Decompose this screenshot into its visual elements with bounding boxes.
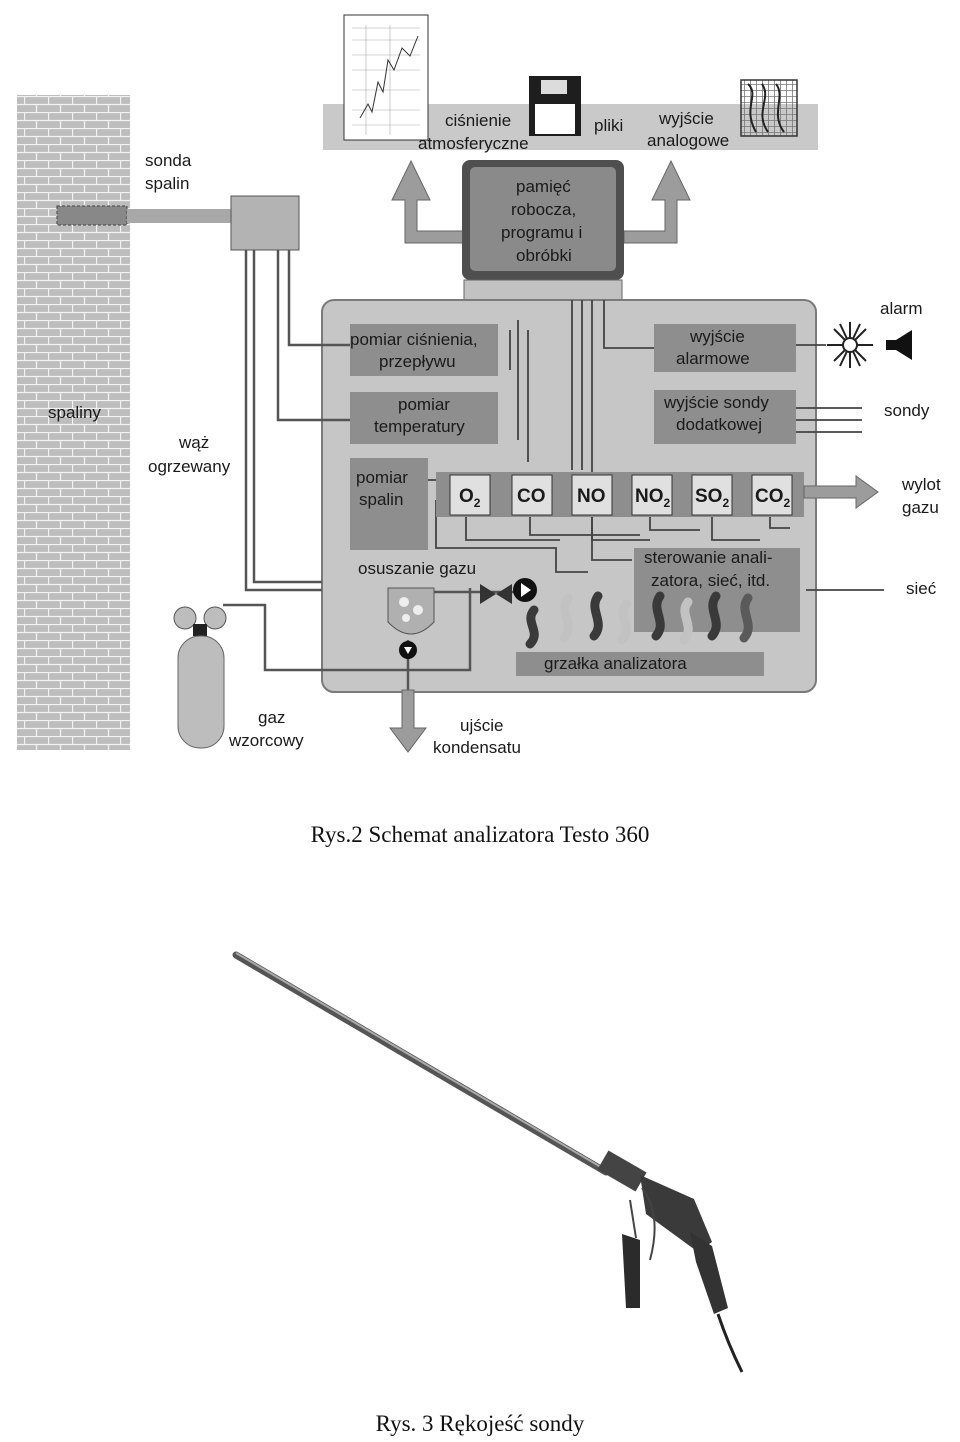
heater-label: grzałka analizatora	[544, 654, 687, 673]
valve-icon	[480, 584, 512, 604]
analog-chart-icon	[740, 79, 798, 137]
figure-2-caption: Rys.2 Schemat analizatora Testo 360	[310, 822, 650, 847]
condensate-trap	[387, 587, 435, 635]
flue-measurement-block: pomiar spalin	[350, 458, 428, 550]
gas-outlet-label-2: gazu	[902, 498, 939, 517]
svg-text:alarmowe: alarmowe	[676, 349, 750, 368]
sensor-co: CO	[511, 474, 553, 516]
probe-tip	[56, 205, 128, 226]
sensor-no2: NO2	[631, 474, 673, 516]
alarm-light-icon	[827, 322, 873, 368]
svg-text:przepływu: przepływu	[379, 352, 456, 371]
svg-text:pamięć: pamięć	[516, 177, 571, 196]
probe-head	[230, 195, 300, 251]
svg-text:wyjście: wyjście	[689, 327, 745, 346]
probe-tube	[127, 209, 231, 223]
arrow-to-analog	[623, 159, 691, 244]
condensate-outlet-arrow	[389, 689, 427, 753]
floppy-disk-icon	[529, 76, 581, 136]
heated-hose-label-2: ogrzewany	[148, 457, 231, 476]
reference-gas-label-1: gaz	[258, 708, 285, 727]
svg-text:pomiar: pomiar	[356, 468, 408, 487]
reference-gas-label-2: wzorcowy	[228, 731, 304, 750]
probe-flue-label-1: sonda	[145, 151, 192, 170]
figure-3-caption: Rys. 3 Rękojeść sondy	[375, 1411, 585, 1436]
svg-text:temperatury: temperatury	[374, 417, 465, 436]
network-label: sieć	[906, 579, 937, 598]
svg-text:wyjście sondy: wyjście sondy	[663, 393, 769, 412]
svg-text:O2: O2	[459, 486, 481, 510]
sensor-co2: CO2	[751, 474, 793, 516]
heater-waves	[525, 591, 753, 649]
svg-text:NO: NO	[577, 486, 606, 507]
atm-pressure-label-1: ciśnienie	[445, 111, 511, 130]
probes-label: sondy	[884, 401, 930, 420]
gas-drying-label: osuszanie gazu	[358, 559, 476, 578]
brick-wall	[17, 95, 130, 750]
probe-handle-illustration	[232, 951, 744, 1373]
atm-pressure-label-2: atmosferyczne	[418, 134, 529, 153]
svg-text:dodatkowej: dodatkowej	[676, 415, 762, 434]
sensor-no: NO	[571, 474, 613, 516]
svg-text:sterowanie anali-: sterowanie anali-	[644, 548, 773, 567]
analog-out-label-2: analogowe	[647, 131, 729, 150]
drain-pump-icon	[399, 641, 417, 659]
sensor-strip	[436, 472, 804, 517]
chart-document-icon	[343, 14, 429, 141]
svg-text:pomiar: pomiar	[398, 395, 450, 414]
sensor-so2: SO2	[691, 474, 733, 516]
reference-gas-cylinder	[173, 606, 227, 749]
svg-text:pomiar ciśnienia,: pomiar ciśnienia,	[350, 330, 478, 349]
pressure-flow-block: pomiar ciśnienia, przepływu	[350, 324, 498, 376]
gas-outlet-arrow	[803, 475, 879, 509]
speaker-icon	[886, 330, 912, 360]
svg-text:CO: CO	[517, 486, 546, 507]
heater-bar	[516, 652, 764, 676]
svg-text:programu i: programu i	[501, 223, 582, 242]
svg-text:spalin: spalin	[359, 490, 403, 509]
arrow-to-pressure	[391, 159, 464, 244]
condensate-label-2: kondensatu	[433, 738, 521, 757]
probe-flue-label-2: spalin	[145, 174, 189, 193]
flue-gas-label: spaliny	[48, 403, 101, 422]
memory-computer: pamięć robocza, programu i obróbki	[462, 160, 624, 301]
gas-outlet-label-1: wylot	[901, 475, 941, 494]
alarm-label: alarm	[880, 299, 923, 318]
internal-lines	[423, 300, 884, 591]
sensor-o2: O2	[449, 474, 491, 516]
pump-icon	[513, 578, 537, 602]
analog-out-label-1: wyjście	[658, 109, 714, 128]
svg-text:zatora, sieć, itd.: zatora, sieć, itd.	[651, 571, 770, 590]
extra-probe-output-block: wyjście sondy dodatkowej	[654, 390, 796, 444]
temperature-block: pomiar temperatury	[350, 392, 498, 444]
svg-text:robocza,: robocza,	[511, 200, 576, 219]
svg-text:CO2: CO2	[755, 486, 791, 510]
svg-text:NO2: NO2	[635, 486, 671, 510]
svg-text:obróbki: obróbki	[516, 246, 572, 265]
condensate-label-1: ujście	[460, 716, 503, 735]
heated-hose-label-1: wąż	[178, 433, 209, 452]
files-label: pliki	[594, 116, 623, 135]
alarm-output-block: wyjście alarmowe	[654, 324, 796, 372]
svg-text:SO2: SO2	[695, 486, 729, 510]
